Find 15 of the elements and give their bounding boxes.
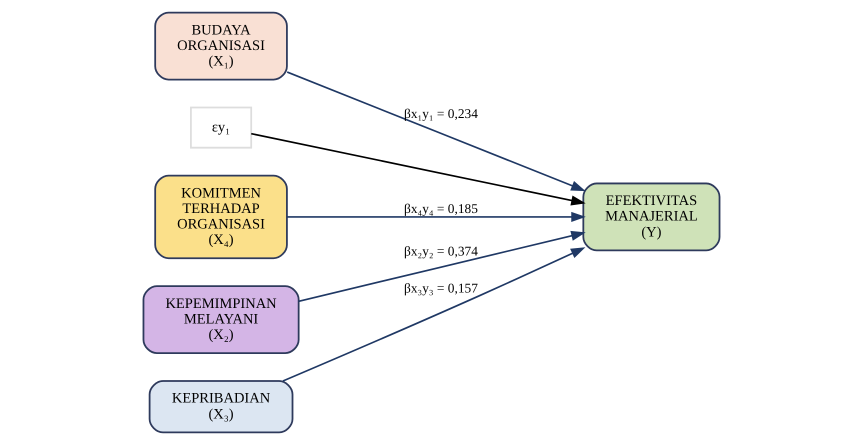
edge-label: βx₄y₄ = 0,185 [404,201,478,216]
edge-label: βx₂y₂ = 0,374 [404,244,478,259]
node-box: EFEKTIVITAS MANAJERIAL (Y) [582,182,720,252]
arrow [298,230,586,302]
node-box: KEPRIBADIAN (X₃) [148,380,294,434]
edge-label: βx₃y₃ = 0,157 [404,280,478,296]
edge-label: βx₁y₁ = 0,234 [404,106,478,122]
arrow [287,212,586,222]
node-box: εy₁ [190,106,252,149]
node-box: KOMITMEN TERHADAP ORGANISASI (X₄) [154,174,288,260]
arrow [251,132,586,206]
node-box: KEPEMIMPINAN MELAYANI (X₂) [142,285,300,354]
node-box: BUDAYA ORGANISASI (X₁) [154,12,288,80]
arrow [282,247,586,382]
arrow [286,71,586,192]
